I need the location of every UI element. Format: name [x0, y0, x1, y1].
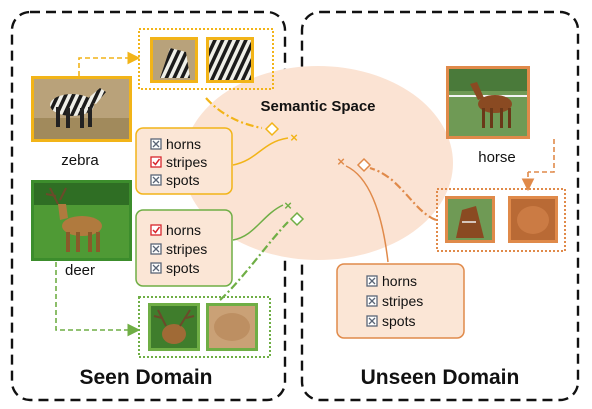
deer-semantic-point-cross: × [284, 198, 292, 213]
deer-attribute-row-spots: spots [150, 260, 199, 276]
zebra-attribute-row-stripes: stripes [150, 154, 207, 170]
check-mark-icon [152, 158, 161, 166]
cross-mark-icon [152, 176, 160, 184]
horse-attribute-projection [345, 165, 389, 263]
horse-attribute-label: stripes [382, 293, 423, 309]
deer-image [31, 180, 132, 261]
horse-attribute-row-spots: spots [366, 313, 415, 329]
deer-visual-point-diamond [289, 211, 305, 227]
deer-patch-fur [206, 303, 258, 351]
deer-attribute-projection [232, 204, 284, 241]
horse-visual-projection [369, 166, 437, 222]
deer-attribute-row-horns: horns [150, 222, 201, 238]
horse-attribute-label: spots [382, 313, 415, 329]
horse-patch-head [445, 196, 495, 243]
zebra-patch-stripes [206, 37, 254, 83]
deer-attribute-row-stripes: stripes [150, 241, 207, 257]
horse-to-patches-connector [528, 139, 555, 173]
horse-label: horse [478, 149, 516, 166]
deer-label: deer [65, 262, 95, 279]
unseen-domain-title: Unseen Domain [361, 366, 520, 389]
zebra-attribute-list: horns stripes spots [150, 136, 207, 188]
horse-image [446, 66, 530, 139]
deer-attribute-label: stripes [166, 241, 207, 257]
horse-visual-point-diamond [356, 157, 372, 173]
semantic-space-ellipse [183, 66, 453, 260]
deer-attribute-list: horns stripes spots [150, 222, 207, 276]
zebra-attribute-row-horns: horns [150, 136, 201, 152]
deer-to-patches-connector [55, 262, 141, 337]
zebra-attribute-row-spots: spots [150, 172, 199, 188]
horse-attribute-label: horns [382, 273, 417, 289]
checked-checkbox-icon [150, 224, 162, 236]
horse-attribute-row-stripes: stripes [366, 293, 423, 309]
deer-attribute-label: spots [166, 260, 199, 276]
cross-mark-icon [152, 140, 160, 148]
cross-mark-icon [368, 317, 376, 325]
zebra-attribute-label: horns [166, 136, 201, 152]
horse-attribute-row-horns: horns [366, 273, 417, 289]
cross-mark-icon [368, 297, 376, 305]
zebra-semantic-point-cross: × [290, 130, 298, 145]
zebra-visual-projection [205, 97, 263, 130]
check-mark-icon [152, 226, 161, 234]
zebra-visual-point-diamond [264, 121, 280, 137]
horse-patch-body [508, 196, 558, 243]
zebra-attribute-label: stripes [166, 154, 207, 170]
zebra-label: zebra [61, 152, 99, 169]
semantic-space-label: Semantic Space [260, 98, 375, 115]
checked-checkbox-icon [150, 156, 162, 168]
horse-patches-group [436, 188, 566, 252]
zebra-to-patches-connector [78, 51, 141, 76]
deer-attribute-label: horns [166, 222, 201, 238]
cross-mark-icon [152, 245, 160, 253]
zebra-patch-head [150, 37, 198, 83]
cross-mark-icon [368, 277, 376, 285]
zebra-attribute-projection [232, 137, 289, 166]
horse-semantic-point-cross: × [337, 154, 345, 169]
horse-attribute-list: horns stripes spots [366, 273, 423, 329]
zebra-image [31, 76, 132, 142]
zebra-attribute-label: spots [166, 172, 199, 188]
seen-domain-title: Seen Domain [79, 366, 212, 389]
deer-visual-projection [219, 221, 289, 301]
cross-mark-icon [152, 264, 160, 272]
deer-patch-antlers [148, 303, 200, 351]
